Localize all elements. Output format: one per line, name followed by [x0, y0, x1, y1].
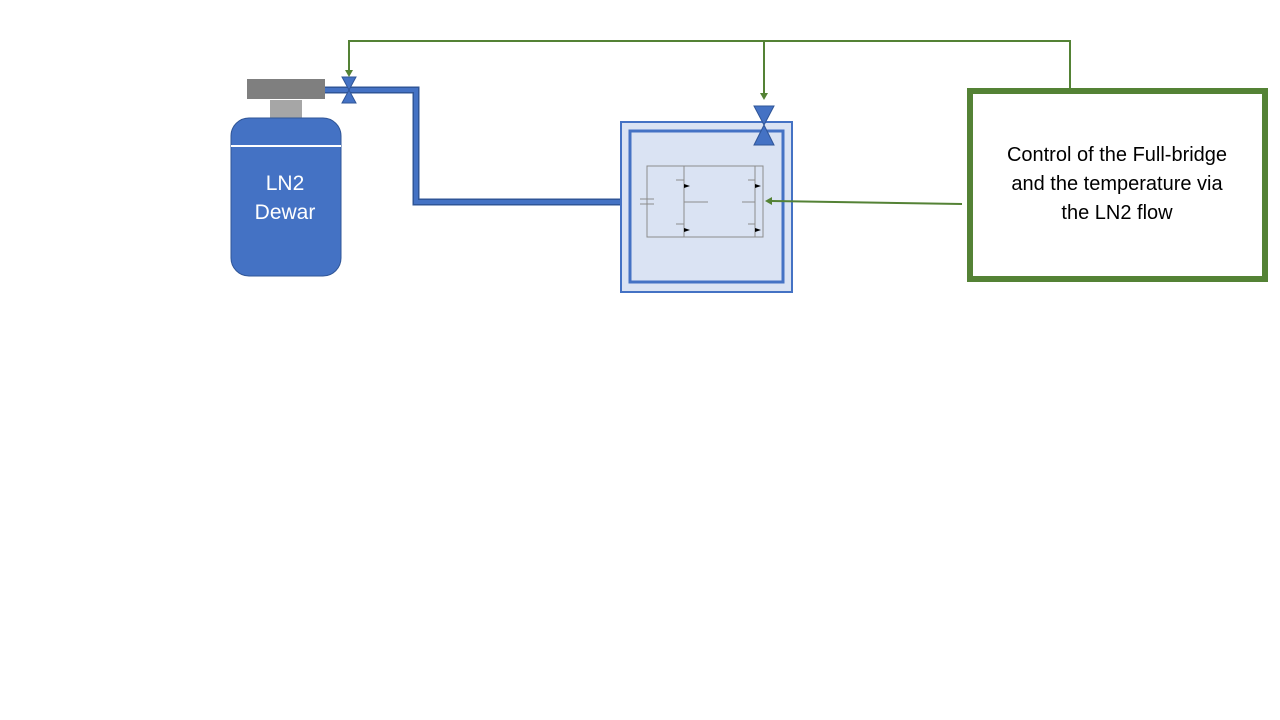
- controller-text-line2: and the temperature via: [1011, 173, 1223, 195]
- chamber-inner: [628, 129, 785, 284]
- ln2-pipe: [325, 86, 630, 206]
- ln2-dewar: LN2 Dewar: [230, 79, 342, 277]
- arrowhead-to-chamber-valve: [760, 93, 768, 100]
- dewar-label-line1: LN2: [266, 172, 305, 195]
- dewar-label-line2: Dewar: [255, 201, 316, 224]
- control-arrowheads: [345, 70, 772, 205]
- controller-box: [967, 88, 1268, 282]
- dewar-cap-top: [247, 79, 325, 99]
- control-line-main: [348, 40, 1071, 88]
- arrowhead-to-valve: [345, 70, 353, 77]
- control-lines: [348, 40, 1071, 205]
- controller-text-line1: Control of the Full-bridge: [1006, 144, 1228, 166]
- full-bridge-circuit: [640, 165, 764, 238]
- dewar-cap-neck: [270, 100, 302, 118]
- ln2-pipe-inner: [325, 88, 630, 204]
- chamber-valve-icon: [753, 105, 775, 146]
- control-line-to-circuit: [771, 200, 963, 205]
- transistor-marks: [684, 184, 761, 232]
- controller-text-line3: the LN2 flow: [1061, 202, 1173, 224]
- cryo-chamber: [620, 121, 793, 293]
- dewar-body: [230, 117, 342, 277]
- controller-description: Control of the Full-bridge and the tempe…: [972, 93, 1262, 277]
- arrowhead-to-circuit: [765, 197, 772, 205]
